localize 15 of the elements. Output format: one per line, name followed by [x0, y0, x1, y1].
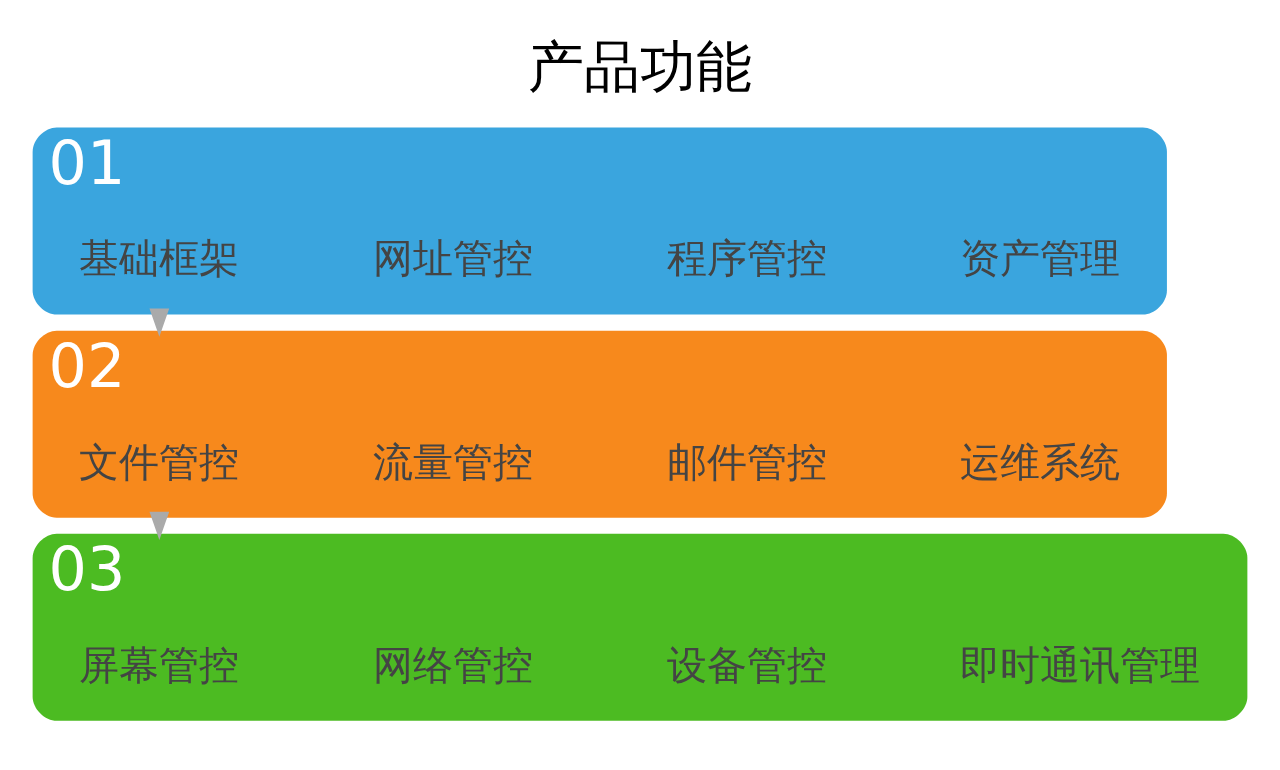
- node-text: 程序管控: [666, 235, 827, 282]
- node-text: 设备管控: [666, 641, 827, 688]
- node-text: 网址管控: [372, 235, 533, 282]
- arrow: [149, 511, 170, 540]
- node-text: 流量管控: [372, 438, 533, 485]
- node-text: 即时通讯管理: [960, 641, 1201, 688]
- arrow: [149, 308, 170, 337]
- node-text: 文件管控: [79, 438, 240, 485]
- node-text: 资产管理: [960, 235, 1121, 282]
- node-text: 邮件管控: [666, 438, 827, 485]
- node-text: 运维系统: [960, 438, 1121, 485]
- node-text: 屏幕管控: [79, 641, 240, 688]
- diagram-title: 产品功能: [528, 34, 752, 100]
- node-text: 网络管控: [372, 641, 533, 688]
- node-text: 基础框架: [79, 235, 240, 282]
